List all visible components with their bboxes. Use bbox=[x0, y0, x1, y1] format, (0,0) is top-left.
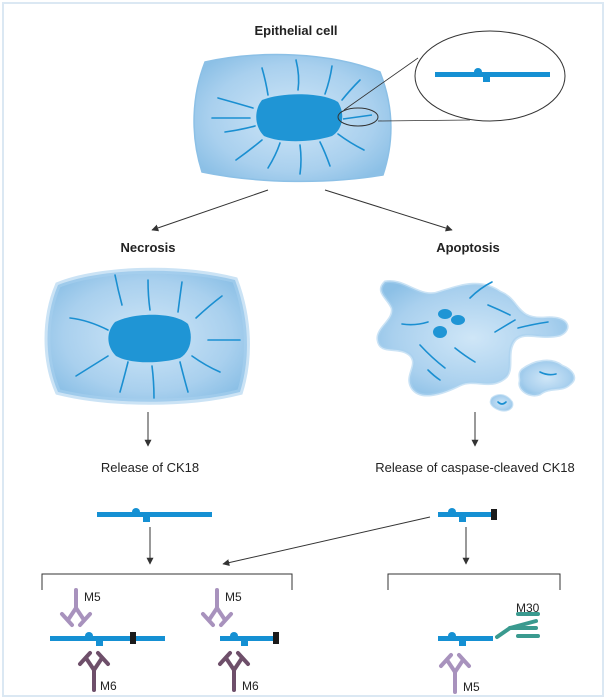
epithelial-cell-label: Epithelial cell bbox=[254, 23, 337, 38]
apoptotic-cell bbox=[376, 280, 576, 412]
bracket-m5-m6 bbox=[41, 573, 293, 590]
ck18-intact-bound bbox=[50, 632, 165, 646]
arrow-to-apoptosis bbox=[324, 189, 453, 232]
assay-cleaved-m5-m6: M5 M6 bbox=[201, 588, 279, 693]
zoom-guide-top bbox=[343, 57, 419, 111]
assay-cleaved-m30: M30 M5 bbox=[438, 601, 540, 694]
antibody-m5-3 bbox=[439, 653, 471, 694]
release-cleaved-ck18-label: Release of caspase-cleaved CK18 bbox=[375, 460, 574, 475]
bracket-m30 bbox=[387, 573, 561, 590]
arrow-cleaved-to-m5m6 bbox=[222, 516, 431, 567]
m5-label-3: M5 bbox=[463, 680, 480, 694]
antibody-m6-2 bbox=[218, 651, 250, 692]
necrosis-label: Necrosis bbox=[121, 240, 176, 255]
apoptotic-cell-body bbox=[376, 280, 569, 397]
antibody-m5-2 bbox=[201, 588, 233, 627]
apoptotic-fragments bbox=[433, 309, 465, 338]
arrow-to-necrosis bbox=[151, 189, 269, 232]
ck18-cleaved-bound-2 bbox=[438, 632, 493, 646]
ck18-cleaved-bound-1 bbox=[220, 632, 279, 646]
epithelial-cell bbox=[193, 30, 566, 183]
apoptotic-body-tiny bbox=[489, 394, 514, 412]
necrotic-cell bbox=[44, 267, 250, 405]
apoptotic-filaments bbox=[401, 281, 557, 405]
apoptotic-body-small bbox=[518, 359, 576, 397]
m5-label-1: M5 bbox=[84, 590, 101, 604]
antibody-m30 bbox=[495, 612, 540, 639]
necrotic-nucleus bbox=[108, 314, 191, 363]
zoom-guide-bottom bbox=[377, 119, 471, 122]
necrotic-filaments bbox=[69, 274, 241, 399]
antibody-m5-1 bbox=[60, 588, 92, 627]
epithelial-nucleus bbox=[256, 94, 343, 142]
zoom-source-ellipse bbox=[337, 107, 379, 127]
assay-intact: M5 M6 bbox=[50, 588, 165, 693]
epithelial-filaments bbox=[211, 59, 365, 175]
m6-label-1: M6 bbox=[100, 679, 117, 693]
ck18-intact-released bbox=[97, 508, 212, 522]
ck18-intact-zoom bbox=[435, 68, 550, 82]
release-ck18-label: Release of CK18 bbox=[101, 460, 199, 475]
antibody-m6-1 bbox=[78, 651, 110, 692]
apoptosis-label: Apoptosis bbox=[436, 240, 500, 255]
ck18-cleaved-released bbox=[438, 508, 497, 522]
m30-label: M30 bbox=[516, 601, 540, 615]
m5-label-2: M5 bbox=[225, 590, 242, 604]
zoom-source-filament bbox=[342, 114, 373, 120]
m6-label-2: M6 bbox=[242, 679, 259, 693]
